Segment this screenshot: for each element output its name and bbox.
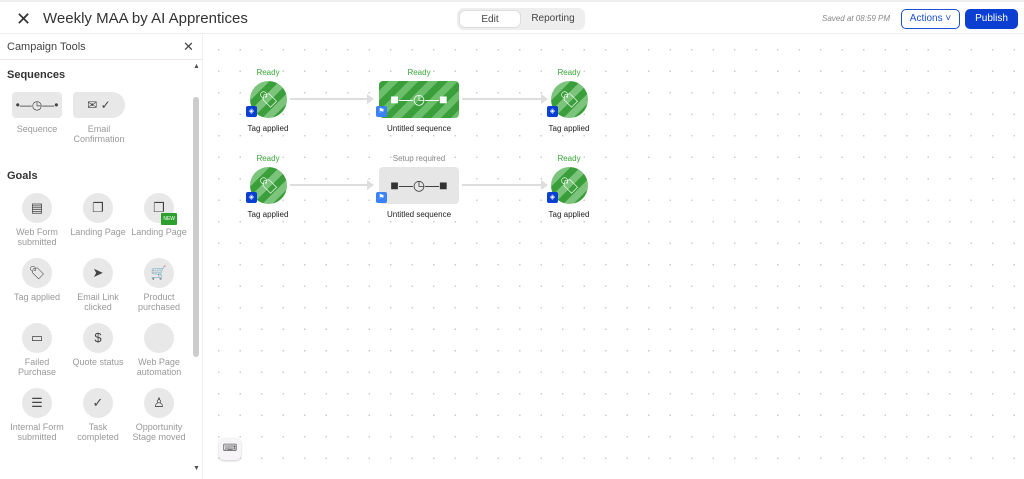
tool-landing-page[interactable]: ❐NEW Landing Page [128, 193, 190, 237]
sequence-icon: •—◷—• [12, 92, 62, 118]
sequence-node[interactable]: ■—◷—■ [379, 167, 459, 204]
scroll-down-icon[interactable]: ▼ [193, 465, 200, 472]
cart-icon: 🛒 [144, 258, 174, 288]
tool-label: Product purchased [137, 292, 181, 312]
tool-quote-status[interactable]: $ Quote status [67, 323, 129, 367]
connector-arrow [462, 94, 548, 104]
tool-internal-form-submitted[interactable]: ☰ Internal Form submitted [6, 388, 68, 442]
saved-status: Saved at 08:59 PM [822, 14, 891, 23]
node-status: Ready [256, 154, 280, 163]
sequence-clock-icon: ■—◷—■ [390, 177, 448, 193]
failed-purchase-icon: ▭ [22, 323, 52, 353]
node-label: Tag applied [548, 210, 590, 219]
node-status: Ready [256, 68, 280, 77]
connector-arrow [462, 180, 548, 190]
tag-icon: 🏷 [258, 91, 279, 109]
tool-label: Failed Purchase [17, 357, 57, 377]
tool-email-link-clicked[interactable]: ➤ Email Link clicked [67, 258, 129, 312]
node-status: Ready [557, 154, 581, 163]
new-badge: NEW [161, 213, 177, 225]
tool-label: Sequence [16, 124, 58, 134]
node-label: Tag applied [247, 210, 289, 219]
tool-task-completed[interactable]: ✓ Task completed [67, 388, 129, 442]
sequence-node[interactable]: ■—◷—■ [379, 81, 459, 118]
tool-web-page-automation[interactable]: Web Page automation [128, 323, 190, 377]
header: ✕ Weekly MAA by AI Apprentices Edit Repo… [0, 0, 1024, 34]
node-status: Ready [407, 68, 431, 77]
tool-label: Tag applied [13, 292, 61, 302]
close-panel-icon[interactable]: ✕ [183, 39, 194, 54]
tag-icon: 🏷 [559, 177, 580, 195]
email-check-icon: ✉ ✓ [73, 92, 125, 118]
panel-title: Campaign Tools [7, 41, 86, 53]
tool-product-purchased[interactable]: 🛒 Product purchased [128, 258, 190, 312]
actions-button[interactable]: Actions ˅ [901, 9, 960, 29]
tool-label: Quote status [72, 357, 124, 367]
page-title: Weekly MAA by AI Apprentices [43, 10, 248, 27]
campaign-tools-panel: Campaign Tools ✕ Sequences •—◷—• Sequenc… [0, 35, 203, 479]
tool-opportunity-stage-moved[interactable]: ♙ Opportunity Stage moved [128, 388, 190, 442]
tool-label: Web Page automation [136, 357, 182, 377]
tag-badge-icon: ◈ [547, 192, 558, 203]
flag-icon: ⚑ [376, 106, 387, 117]
node-status: Setup required [392, 154, 446, 163]
tag-badge-icon: ◈ [246, 192, 257, 203]
tool-email-confirmation[interactable]: ✉ ✓ Email Confirmation [68, 92, 130, 144]
opportunity-icon: ♙ [144, 388, 174, 418]
section-sequences: Sequences [7, 69, 66, 81]
check-circle-icon: ✓ [83, 388, 113, 418]
connector-arrow [290, 180, 374, 190]
tool-label: Web Form submitted [16, 227, 58, 247]
close-icon[interactable]: ✕ [16, 9, 32, 29]
tag-badge-icon: ◈ [547, 106, 558, 117]
scroll-up-icon[interactable]: ▲ [193, 63, 200, 70]
tool-label: Landing Page [131, 227, 187, 237]
tool-label: Landing Page [70, 227, 126, 237]
tool-label: Task completed [77, 422, 119, 442]
campaign-canvas[interactable] [204, 35, 1024, 479]
node-label: Tag applied [247, 124, 289, 133]
section-goals: Goals [7, 170, 38, 182]
tool-tag-applied[interactable]: 🏷 Tag applied [6, 258, 68, 302]
tag-icon: 🏷 [559, 91, 580, 109]
tab-reporting[interactable]: Reporting [531, 13, 575, 24]
node-label: Untitled sequence [386, 210, 452, 219]
tag-icon: 🏷 [22, 258, 52, 288]
tool-landing-page[interactable]: ❐ Landing Page [67, 193, 129, 237]
divider [0, 59, 203, 60]
code-icon [144, 323, 174, 353]
node-label: Untitled sequence [386, 124, 452, 133]
view-toggle: Edit Reporting [457, 8, 585, 30]
form-icon: ☰ [22, 388, 52, 418]
tool-web-form-submitted[interactable]: ▤ Web Form submitted [6, 193, 68, 247]
tool-label: Email Confirmation [73, 124, 125, 144]
tool-label: Opportunity Stage moved [132, 422, 186, 442]
flag-icon: ⚑ [376, 192, 387, 203]
web-form-icon: ▤ [22, 193, 52, 223]
tag-badge-icon: ◈ [246, 106, 257, 117]
tool-failed-purchase[interactable]: ▭ Failed Purchase [6, 323, 68, 377]
tool-label: Internal Form submitted [10, 422, 64, 442]
tool-label: Email Link clicked [77, 292, 119, 312]
keyboard-shortcuts-button[interactable]: ⌨ [219, 438, 241, 460]
publish-button[interactable]: Publish [965, 9, 1018, 29]
tag-icon: 🏷 [258, 177, 279, 195]
node-status: Ready [557, 68, 581, 77]
dollar-icon: $ [83, 323, 113, 353]
cursor-icon: ➤ [83, 258, 113, 288]
sequence-clock-icon: ■—◷—■ [390, 91, 448, 107]
landing-page-icon: ❐ [83, 193, 113, 223]
tool-sequence[interactable]: •—◷—• Sequence [6, 92, 68, 134]
landing-page-icon: ❐NEW [144, 193, 177, 225]
tab-edit[interactable]: Edit [459, 10, 521, 28]
node-label: Tag applied [548, 124, 590, 133]
scrollbar[interactable] [193, 97, 199, 357]
connector-arrow [290, 94, 374, 104]
